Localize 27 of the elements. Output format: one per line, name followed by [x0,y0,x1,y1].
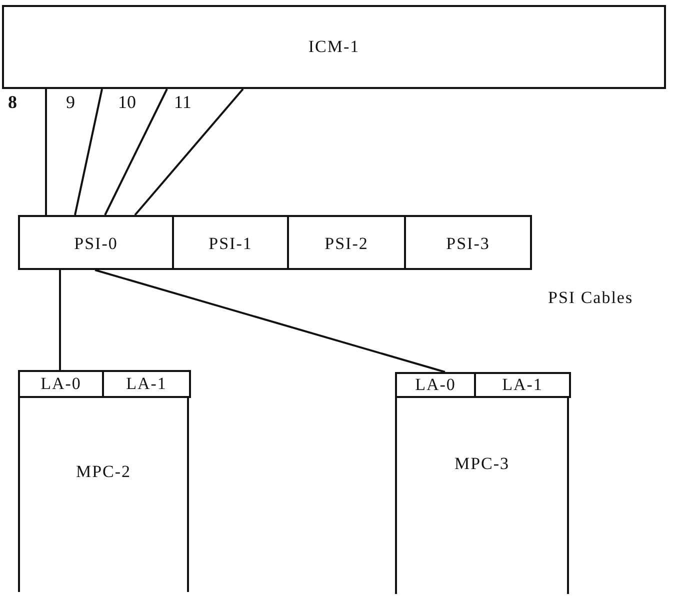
adapter-box [474,372,571,398]
box-label: PSI-0 [73,234,119,254]
box-label: MPC-3 [453,454,511,474]
interface-box [18,215,174,270]
box-label: ICM-1 [307,37,361,57]
cable-line [45,89,47,215]
interface-box [287,215,406,270]
cable-line [134,88,244,216]
unit-box [395,372,569,594]
cable-note: PSI Cables [548,288,634,308]
box-label: LA-1 [125,374,168,394]
cable-line [74,88,103,216]
box-label: LA-1 [501,375,544,395]
box-label: PSI-2 [324,234,370,254]
box-label: PSI-3 [445,234,491,254]
interface-box [172,215,289,270]
unit-box [18,370,189,592]
box-label: LA-0 [414,375,457,395]
box-label: MPC-2 [74,462,132,482]
box-label: LA-0 [40,374,82,394]
interface-box [404,215,532,270]
cable-line [94,269,446,373]
cable-line [59,270,61,370]
adapter-box [102,370,191,398]
box-label: PSI-1 [208,234,254,254]
cable-line [104,88,168,216]
module-box [2,5,666,89]
